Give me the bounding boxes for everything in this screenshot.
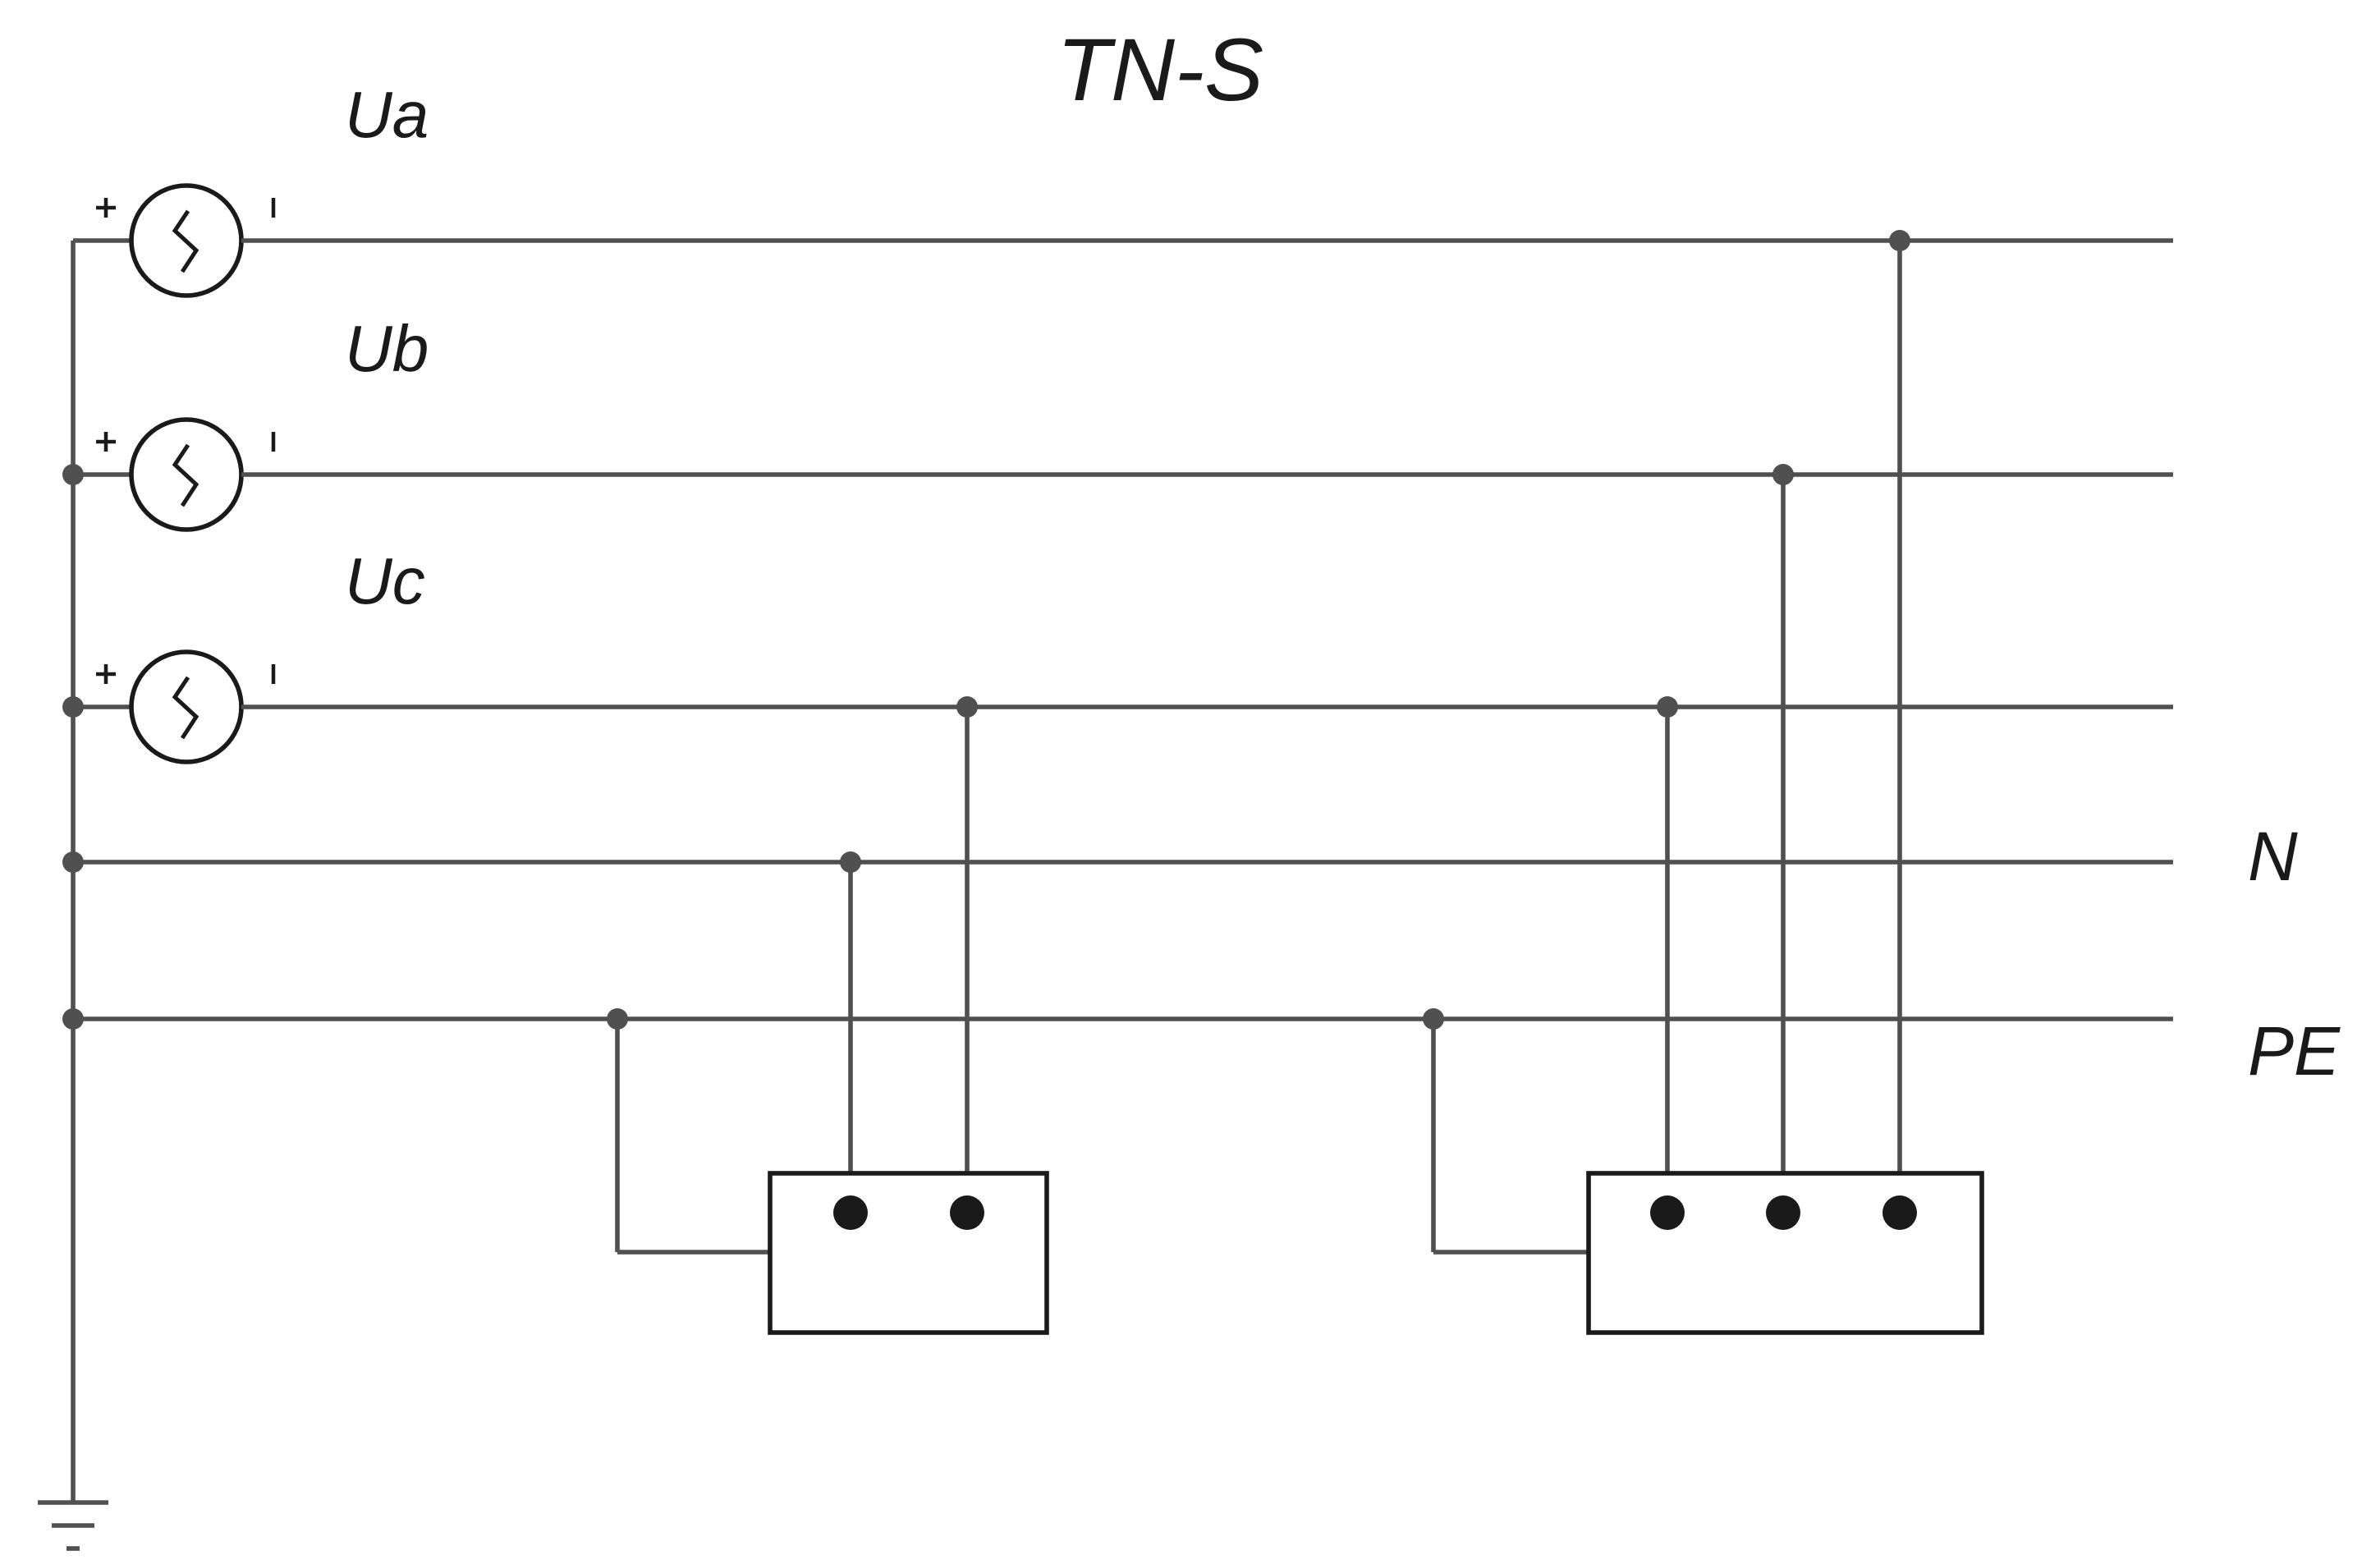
source-ua <box>73 183 2173 298</box>
source-label-ua: Ua <box>345 78 429 151</box>
three-phase-load <box>1423 230 1984 1335</box>
pe-label: PE <box>2248 1012 2341 1090</box>
diagram-title: TN-S <box>1057 20 1263 119</box>
source-ub <box>73 417 2173 532</box>
load-box-single-phase <box>768 1171 1049 1335</box>
terminal-c <box>950 1195 984 1230</box>
neutral-label: N <box>2248 818 2298 895</box>
source-label-uc: Uc <box>345 544 425 617</box>
source-label-ub: Ub <box>345 312 429 385</box>
terminal-n <box>833 1195 868 1230</box>
terminal-b <box>1766 1195 1800 1230</box>
single-phase-load <box>607 696 1049 1335</box>
terminal-a <box>1882 1195 1917 1230</box>
source-uc <box>73 649 2173 764</box>
ground-symbol <box>38 1500 108 1551</box>
terminal-c <box>1650 1195 1685 1230</box>
junction-dots-bus <box>62 464 84 1030</box>
